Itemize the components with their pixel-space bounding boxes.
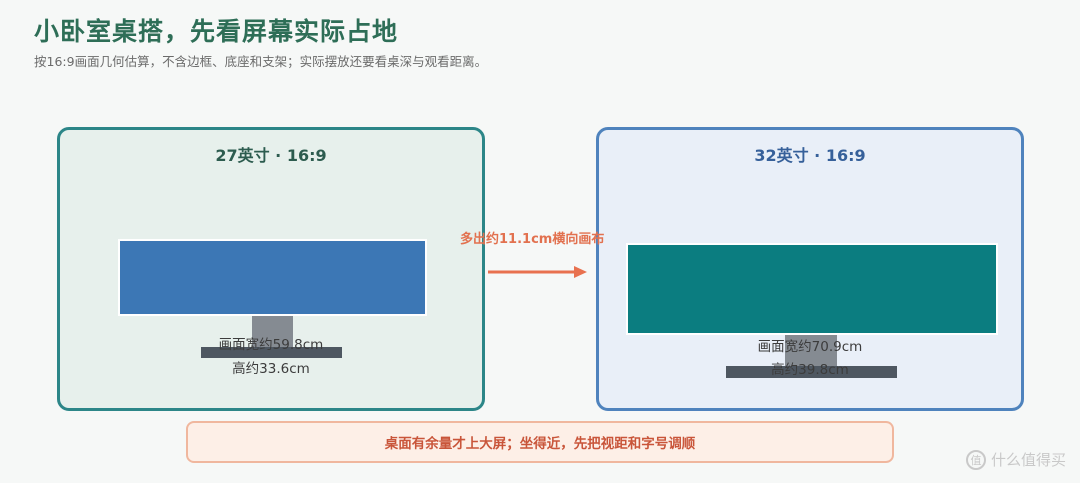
monitor-card-27: 27英寸 · 16:9 画面宽约59.8cm 高约33.6cm [57, 127, 485, 411]
monitor-card-title: 32英寸 · 16:9 [754, 146, 866, 165]
advice-banner: 桌面有余量才上大屏；坐得近，先把视距和字号调顺 [186, 421, 894, 463]
monitor-width-label: 画面宽约70.9cm [757, 339, 863, 355]
monitor-height-label: 高约33.6cm [232, 361, 310, 377]
monitor-width-label: 画面宽约59.8cm [218, 337, 324, 353]
difference-label: 多出约11.1cm横向画布 [460, 232, 605, 247]
monitor-stand [785, 335, 837, 368]
monitor-card-title: 27英寸 · 16:9 [215, 146, 327, 165]
monitor-stand [252, 316, 293, 348]
page-subtitle: 按16:9画面几何估算，不含边框、底座和支架；实际摆放还要看桌深与观看距离。 [34, 54, 488, 69]
monitor-base [201, 347, 342, 358]
monitor-card-32: 32英寸 · 16:9 画面宽约70.9cm 高约39.8cm [596, 127, 1024, 411]
monitor-height-label: 高约39.8cm [771, 362, 849, 378]
monitor-base [726, 366, 897, 378]
advice-text: 桌面有余量才上大屏；坐得近，先把视距和字号调顺 [384, 436, 696, 452]
watermark: 值 什么值得买 [965, 449, 1066, 470]
site-logo-icon: 值 [965, 449, 986, 470]
watermark-text: 什么值得买 [990, 451, 1066, 469]
monitor-screen [626, 243, 998, 335]
page-title: 小卧室桌搭，先看屏幕实际占地 [34, 17, 399, 46]
monitor-screen [118, 239, 427, 316]
right-arrow-icon [488, 266, 587, 278]
